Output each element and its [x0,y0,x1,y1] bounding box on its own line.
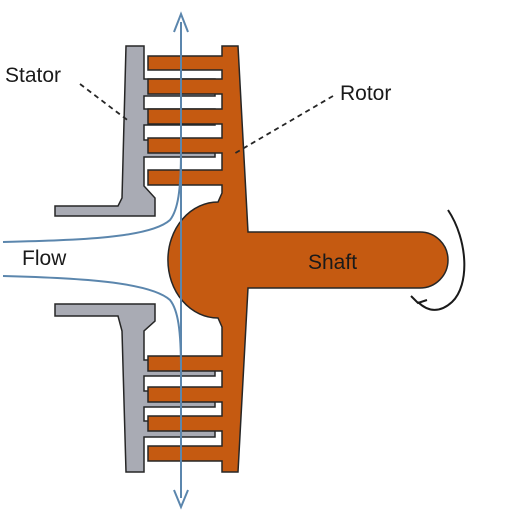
rotor-leader-line [231,95,334,156]
rotor [147,45,449,473]
leader-lines [79,83,334,156]
flow-lines [2,11,189,510]
flow-label: Flow [22,247,67,270]
flow-arrowhead-up [173,11,189,33]
flow-curve-lower [2,275,182,371]
flow-curve-upper [2,149,182,243]
rotation-arrowhead-icon [410,295,428,305]
shaft-label: Shaft [308,251,357,274]
rotor-body [147,45,449,473]
rotation-arrow [410,209,466,311]
stator-label: Stator [5,64,61,87]
stator-upper-body [54,45,216,217]
rotation-arc [417,209,466,311]
flow-arrowhead-down [173,489,189,510]
stator-leader-line [79,83,131,123]
rotor-label: Rotor [340,82,391,105]
